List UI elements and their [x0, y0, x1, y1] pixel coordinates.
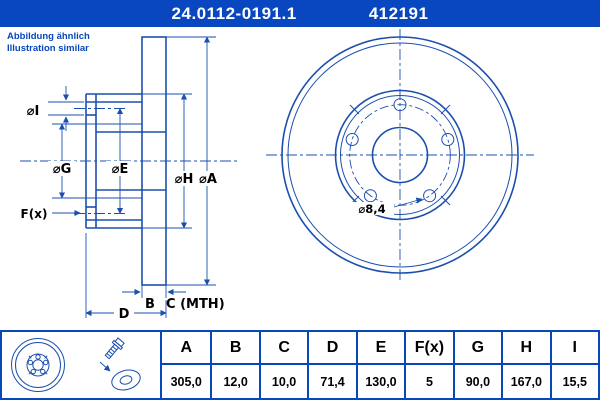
dim-bolt-hole: ⌀8,4 [350, 197, 423, 216]
value-g: 90,0 [452, 365, 501, 398]
table-icons [11, 337, 141, 392]
dim-dia-h: ⌀H [142, 93, 197, 229]
label-dia-e: ⌀E [112, 162, 129, 177]
label-dia-h: ⌀H [175, 172, 194, 187]
dim-d: D [85, 233, 167, 322]
col-header-h: H [501, 332, 550, 365]
dim-dia-a: ⌀A [166, 36, 221, 286]
value-fx: 5 [404, 365, 452, 398]
value-i: 15,5 [549, 365, 598, 398]
disc-rear-icon [111, 369, 141, 391]
col-header-i: I [549, 332, 598, 365]
col-header-a: A [162, 332, 211, 365]
col-header-b: B [210, 332, 259, 365]
assembly-arrow [99, 361, 111, 372]
label-c-mth: C (MTH) [166, 297, 225, 312]
label-b: B [145, 297, 155, 312]
note-line-en: Illustration similar [7, 43, 89, 55]
col-header-e: E [355, 332, 405, 365]
col-header-d: D [307, 332, 356, 365]
reference-number: 412191 [368, 3, 429, 23]
label-d: D [119, 307, 130, 322]
label-dia-g: ⌀G [53, 162, 72, 177]
dim-f-count: F(x) [21, 207, 81, 221]
note-line-de: Abbildung ähnlich [7, 31, 90, 42]
dim-dia-i: ⌀I [27, 86, 84, 131]
front-view: ⌀8,4 [266, 29, 534, 281]
bolt-holes [345, 98, 455, 203]
dim-dia-g: ⌀G [48, 123, 96, 199]
label-f-count: F(x) [21, 207, 48, 221]
similarity-note: Abbildung ähnlich Illustration similar [7, 31, 90, 56]
dimension-grid: A B C D E F(x) G H I 305,0 12,0 10,0 71,… [162, 332, 598, 398]
cross-section-view [20, 36, 237, 286]
header-bar: 24.0112-0191.1 412191 [0, 0, 600, 27]
dimension-table: A B C D E F(x) G H I 305,0 12,0 10,0 71,… [0, 330, 600, 400]
brake-disc-technical-drawing: ⌀I F(x) ⌀G ⌀E ⌀H [20, 29, 534, 322]
value-d: 71,4 [307, 365, 355, 398]
value-b: 12,0 [210, 365, 258, 398]
disc-front-icon [11, 338, 65, 392]
value-c: 10,0 [258, 365, 307, 398]
label-dia-a: ⌀A [199, 172, 217, 187]
dim-b-c: B C (MTH) [122, 285, 225, 312]
value-e: 130,0 [355, 365, 404, 398]
dim-dia-e: ⌀E [106, 107, 134, 215]
label-bolt-hole-dia: ⌀8,4 [358, 202, 385, 216]
bolt-icon [104, 337, 125, 360]
col-header-g: G [452, 332, 502, 365]
col-header-c: C [258, 332, 308, 365]
col-header-fx: F(x) [404, 332, 453, 365]
part-number: 24.0112-0191.1 [171, 3, 297, 23]
value-a: 305,0 [170, 374, 202, 389]
label-dia-i: ⌀I [27, 104, 40, 119]
table-icons-cell [2, 332, 162, 398]
value-h: 167,0 [501, 365, 549, 398]
